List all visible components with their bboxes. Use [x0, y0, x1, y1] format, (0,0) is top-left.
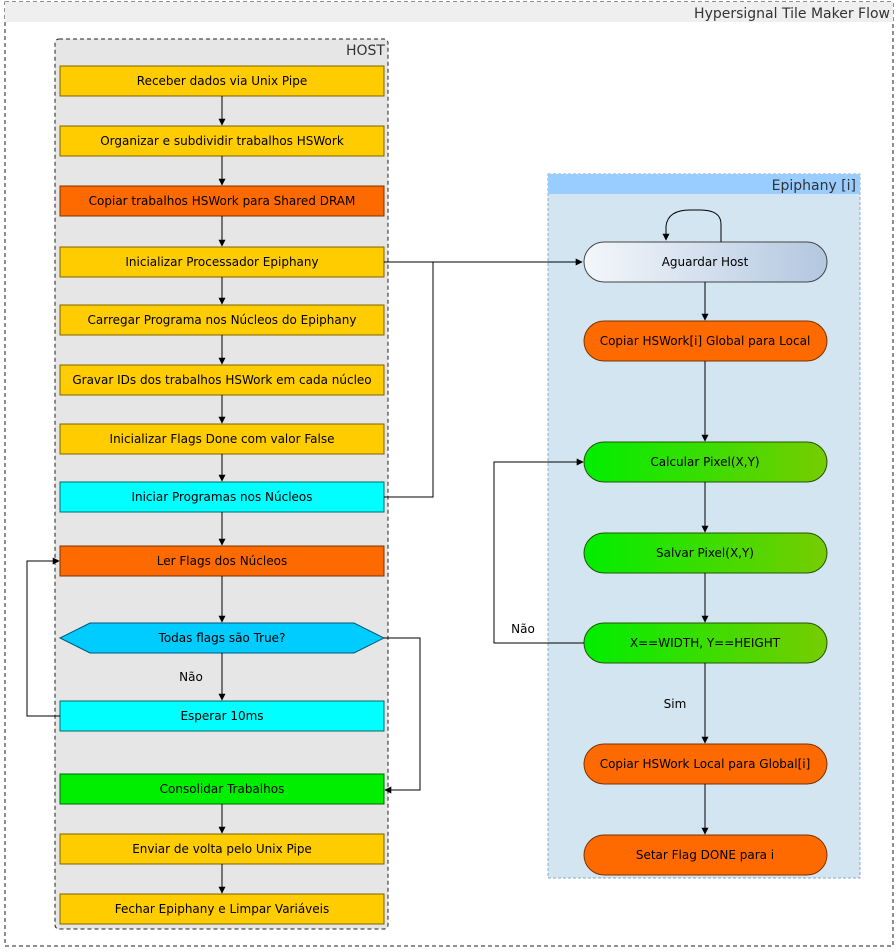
host-step-wait: Esperar 10ms	[59, 700, 385, 732]
epi-step-check-bounds: X==WIDTH, Y==HEIGHT	[583, 622, 828, 664]
epi-step-save-pixel: Salvar Pixel(X,Y)	[583, 532, 828, 574]
host-step-consolidate: Consolidar Trabalhos	[59, 773, 385, 805]
epi-step-wait-host: Aguardar Host	[583, 241, 828, 283]
svg-text:Salvar Pixel(X,Y): Salvar Pixel(X,Y)	[656, 546, 754, 560]
svg-text:Esperar 10ms: Esperar 10ms	[180, 709, 263, 723]
host-arrows	[26, 96, 583, 894]
host-step-write-ids: Gravar IDs dos trabalhos HSWork em cada …	[59, 364, 385, 396]
host-step-init-epiphany: Inicializar Processador Epiphany	[59, 246, 385, 278]
svg-text:Copiar trabalhos HSWork para S: Copiar trabalhos HSWork para Shared DRAM	[89, 194, 356, 208]
epi-arrows	[493, 209, 722, 835]
host-step-receive: Receber dados via Unix Pipe	[59, 65, 385, 97]
svg-text:Inicializar Flags Done com val: Inicializar Flags Done com valor False	[110, 432, 335, 446]
epi-step-copy-global-local: Copiar HSWork[i] Global para Local	[583, 320, 828, 362]
host-step-load-program: Carregar Programa nos Núcleos do Epiphan…	[59, 304, 385, 336]
svg-text:Setar Flag DONE para i: Setar Flag DONE para i	[636, 848, 774, 862]
outer-frame-header	[5, 2, 893, 22]
host-step-copy-dram: Copiar trabalhos HSWork para Shared DRAM	[59, 185, 385, 217]
svg-text:Inicializar Processador Epipha: Inicializar Processador Epiphany	[125, 255, 318, 269]
epiphany-label: Epiphany [i]	[772, 178, 856, 194]
svg-text:Enviar de volta pelo Unix Pipe: Enviar de volta pelo Unix Pipe	[132, 842, 312, 856]
epiphany-header	[548, 174, 860, 194]
svg-text:Carregar Programa nos Núcleos: Carregar Programa nos Núcleos do Epiphan…	[88, 313, 357, 327]
svg-text:Aguardar Host: Aguardar Host	[662, 255, 749, 269]
host-step-close: Fechar Epiphany e Limpar Variáveis	[59, 893, 385, 925]
diagram-title: Hypersignal Tile Maker Flow	[694, 6, 890, 22]
svg-text:Calcular Pixel(X,Y): Calcular Pixel(X,Y)	[650, 455, 759, 469]
epi-step-calc-pixel: Calcular Pixel(X,Y)	[583, 441, 828, 483]
host-step-organize: Organizar e subdividir trabalhos HSWork	[59, 125, 385, 157]
svg-text:Consolidar Trabalhos: Consolidar Trabalhos	[160, 782, 285, 796]
host-step-read-flags: Ler Flags dos Núcleos	[59, 545, 385, 577]
host-step-init-flags: Inicializar Flags Done com valor False	[59, 423, 385, 455]
epi-yes-label: Sim	[664, 697, 687, 711]
host-step-send-back: Enviar de volta pelo Unix Pipe	[59, 833, 385, 865]
svg-text:X==WIDTH, Y==HEIGHT: X==WIDTH, Y==HEIGHT	[630, 636, 781, 650]
epi-no-label: Não	[511, 622, 535, 636]
svg-text:Fechar Epiphany e Limpar Variá: Fechar Epiphany e Limpar Variáveis	[115, 902, 330, 916]
svg-text:Ler Flags dos Núcleos: Ler Flags dos Núcleos	[157, 554, 287, 568]
svg-text:Organizar e subdividir trabalh: Organizar e subdividir trabalhos HSWork	[100, 134, 344, 148]
host-label: HOST	[346, 43, 385, 59]
svg-text:Receber dados via Unix Pipe: Receber dados via Unix Pipe	[137, 74, 307, 88]
epi-step-set-done: Setar Flag DONE para i	[583, 834, 828, 876]
svg-text:Copiar HSWork[i] Global para L: Copiar HSWork[i] Global para Local	[600, 334, 811, 348]
svg-text:Iniciar Programas nos Núcleos: Iniciar Programas nos Núcleos	[131, 490, 312, 504]
svg-text:Todas flags são True?: Todas flags são True?	[158, 631, 286, 645]
host-decision-all-true: Todas flags são True?	[58, 622, 386, 654]
epi-step-copy-local-global: Copiar HSWork Local para Global[i]	[583, 743, 828, 785]
host-step-start-programs: Iniciar Programas nos Núcleos	[59, 481, 385, 513]
svg-text:Gravar IDs dos trabalhos HSWor: Gravar IDs dos trabalhos HSWork em cada …	[72, 373, 371, 387]
host-no-label: Não	[179, 670, 203, 684]
svg-text:Copiar HSWork Local para Globa: Copiar HSWork Local para Global[i]	[600, 757, 811, 771]
